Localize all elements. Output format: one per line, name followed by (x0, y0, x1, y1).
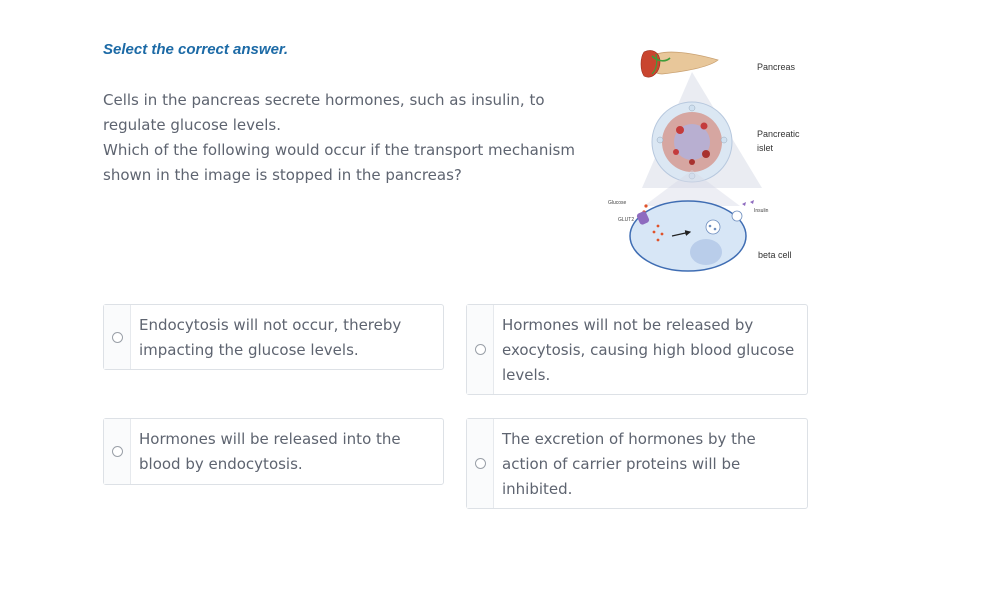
answer-text-c: Hormones will be released into the blood… (139, 430, 401, 473)
label-pancreas: Pancreas (757, 62, 796, 72)
pancreas-organ (640, 50, 719, 78)
radio-button-c[interactable] (111, 446, 123, 457)
answer-option-b[interactable]: Hormones will not be released by exocyto… (466, 304, 808, 395)
label-beta-cell: beta cell (758, 250, 792, 260)
label-islet-2: islet (757, 143, 774, 153)
label-glucose: Glucose (608, 200, 627, 206)
radio-column[interactable] (104, 305, 131, 369)
beta-cell (629, 200, 754, 272)
radio-column[interactable] (104, 419, 131, 484)
stem-line-1: Cells in the pancreas secrete hormones, … (103, 91, 545, 134)
radio-column[interactable] (467, 305, 494, 394)
question-stem: Cells in the pancreas secrete hormones, … (103, 88, 603, 188)
pancreatic-islet (651, 101, 733, 183)
pancreas-illustration (629, 50, 762, 272)
instruction-heading: Select the correct answer. (103, 41, 289, 58)
stem-line-2: Which of the following would occur if th… (103, 141, 575, 184)
answer-text-d: The excretion of hormones by the action … (502, 430, 756, 498)
radio-column[interactable] (467, 419, 494, 508)
answer-option-a[interactable]: Endocytosis will not occur, thereby impa… (103, 304, 444, 370)
radio-button-a[interactable] (111, 331, 123, 343)
label-glut2: GLUT2 (618, 217, 635, 223)
label-insulin: Insulin (754, 208, 769, 214)
label-islet-1: Pancreatic (757, 129, 800, 139)
answer-option-d[interactable]: The excretion of hormones by the action … (466, 418, 808, 509)
zoom-cone-2 (644, 170, 740, 206)
answer-text-a: Endocytosis will not occur, thereby impa… (139, 316, 402, 359)
answer-text-b: Hormones will not be released by exocyto… (502, 316, 795, 384)
answer-option-c[interactable]: Hormones will be released into the blood… (103, 418, 444, 485)
radio-button-b[interactable] (474, 344, 486, 355)
radio-button-d[interactable] (474, 458, 486, 469)
pancreas-diagram: Pancreas Pancreatic islet Glucose GLUT2 … (600, 40, 820, 280)
